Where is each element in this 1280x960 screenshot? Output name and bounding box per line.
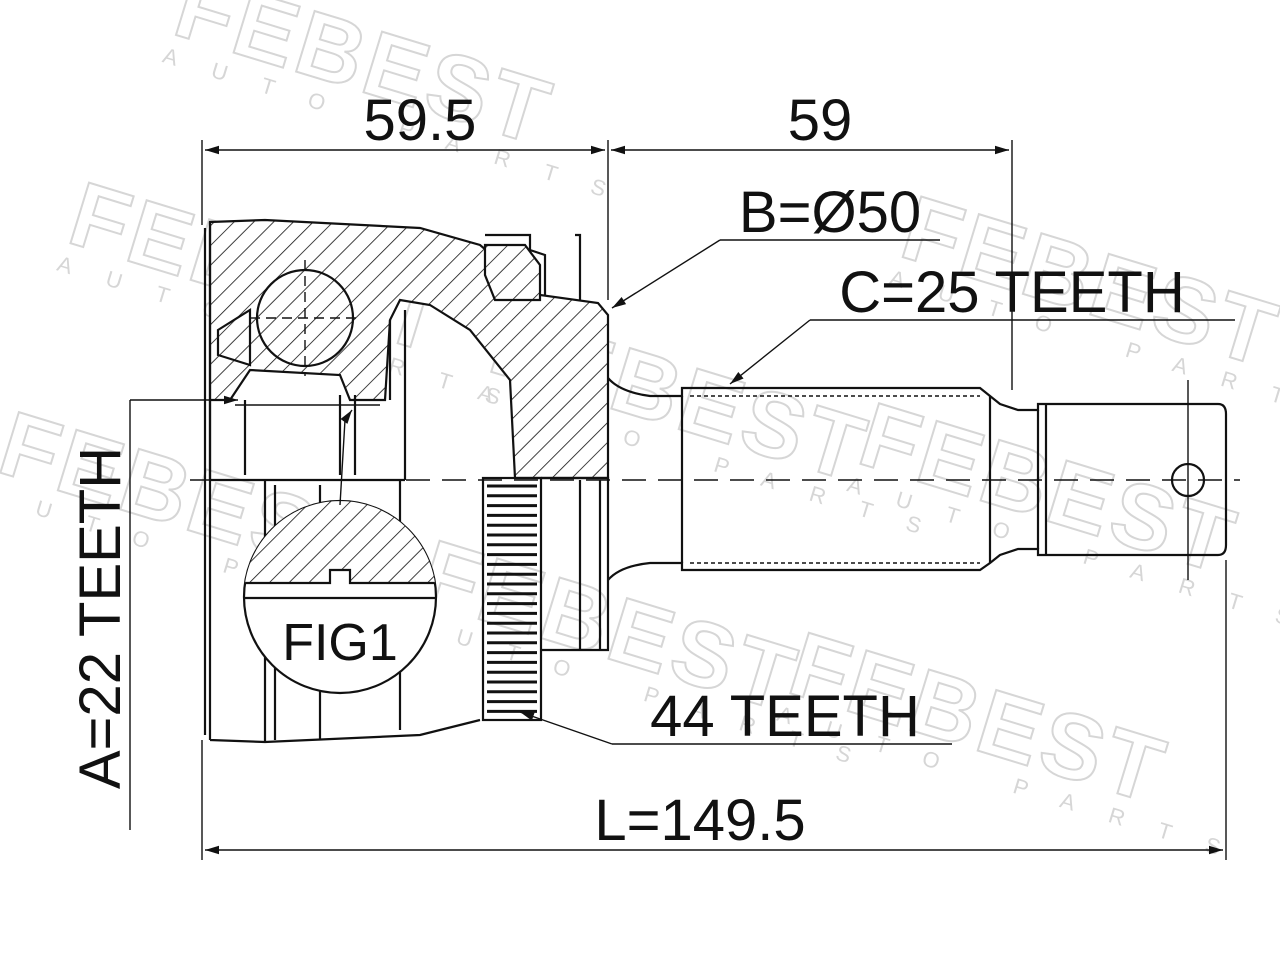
callout-a-label: A=22 TEETH — [68, 447, 133, 789]
callout-abs-label: 44 TEETH — [650, 684, 920, 749]
fig1-detail: FIG1 — [242, 409, 438, 695]
dimension-shaft-length-value: 59 — [788, 88, 853, 153]
watermark-group: FEBEST AUTO PARTS FEBEST AUTO PARTS FEBE… — [0, 0, 1280, 871]
dimension-total-length: L=149.5 — [201, 560, 1227, 860]
abs-ring — [481, 476, 610, 722]
callout-b-label: B=Ø50 — [739, 180, 921, 245]
abs-ring-teeth — [487, 484, 537, 713]
callout-b: B=Ø50 — [611, 180, 940, 309]
joint-housing — [203, 218, 610, 744]
callout-c-label: C=25 TEETH — [839, 260, 1184, 325]
callout-c: C=25 TEETH — [729, 260, 1235, 385]
dimension-shaft-length: 59 — [611, 88, 1013, 390]
callout-abs: 44 TEETH — [519, 684, 952, 749]
dimension-outer-length-value: 59.5 — [364, 88, 477, 153]
dimension-outer-length: 59.5 — [201, 88, 609, 300]
dimension-total-length-value: L=149.5 — [594, 788, 805, 853]
fig1-label: FIG1 — [282, 614, 398, 672]
callout-a: A=22 TEETH — [68, 395, 238, 830]
